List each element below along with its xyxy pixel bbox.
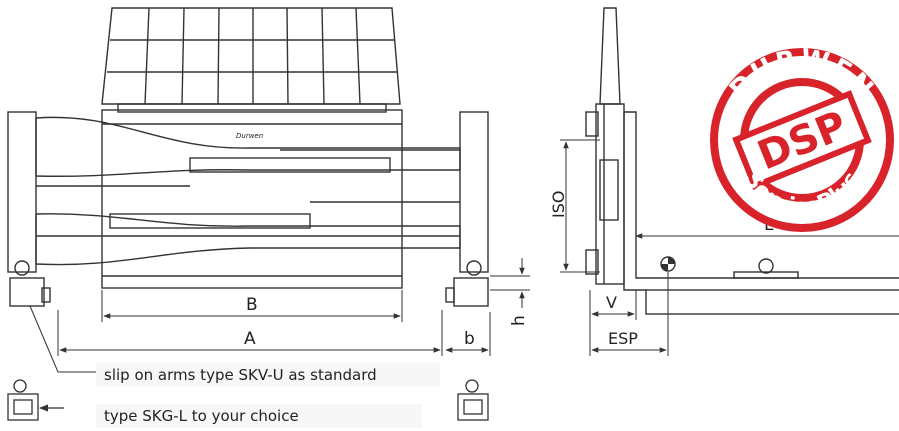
load-backrest — [101, 7, 401, 113]
dim-label-iso: ISO — [549, 191, 568, 218]
skg-l-arm-icon-right — [457, 379, 489, 421]
note-standard-arms: slip on arms type SKV-U as standard — [96, 363, 440, 387]
dim-label-A: A — [244, 329, 256, 349]
dimensions-side — [560, 139, 899, 356]
center-mark-fill — [661, 257, 675, 271]
dim-label-B: B — [246, 295, 258, 315]
dim-label-esp: ESP — [608, 329, 638, 348]
durwen-dsp-stamp: DSP DURWEN ServicePlus — [710, 44, 894, 232]
dim-label-h: h — [509, 315, 529, 326]
dim-label-b: b — [464, 329, 475, 349]
skg-l-arm-icon-left — [7, 379, 64, 421]
front-view — [7, 7, 489, 307]
side-view — [585, 7, 899, 315]
dimensions-front — [29, 258, 530, 373]
brand-plate: Durwen — [236, 132, 263, 140]
note-choice-arms: type SKG-L to your choice — [96, 404, 422, 428]
dim-label-V: V — [606, 293, 617, 312]
